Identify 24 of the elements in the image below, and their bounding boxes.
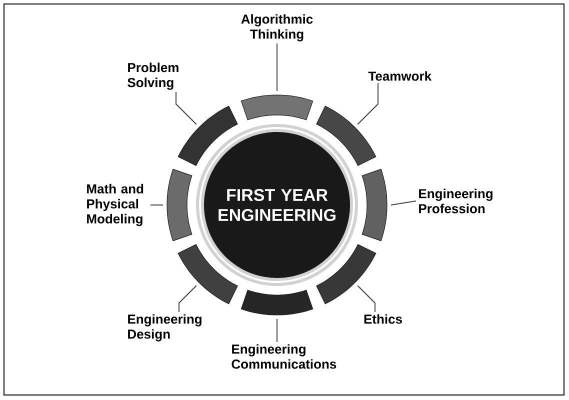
leader-line [150,204,164,206]
ring-segment [316,244,376,304]
leader-line [276,43,278,92]
label: Ethics [364,314,402,324]
ring-segment [166,168,192,242]
leader-line [357,82,378,125]
label: Engineering Profession [419,188,492,214]
ring-segment [362,168,388,242]
leader-line [178,285,197,312]
leader-line [176,92,197,125]
label: Engineering Communications [232,344,336,369]
label: Engineering Design [128,314,202,342]
leader-line [357,285,376,312]
ring-segment [178,106,238,166]
label: Problem Solving [128,62,178,90]
ring-segment [240,290,314,316]
ring-segment [240,94,314,120]
ring-segment [316,106,376,166]
label: Teamwork [368,71,432,81]
leader-line [390,200,416,206]
ring-segment [178,244,238,304]
label: Math and Physical Modeling [87,184,144,226]
label: Algorithmic Thinking [241,14,313,42]
leader-line [276,318,278,342]
